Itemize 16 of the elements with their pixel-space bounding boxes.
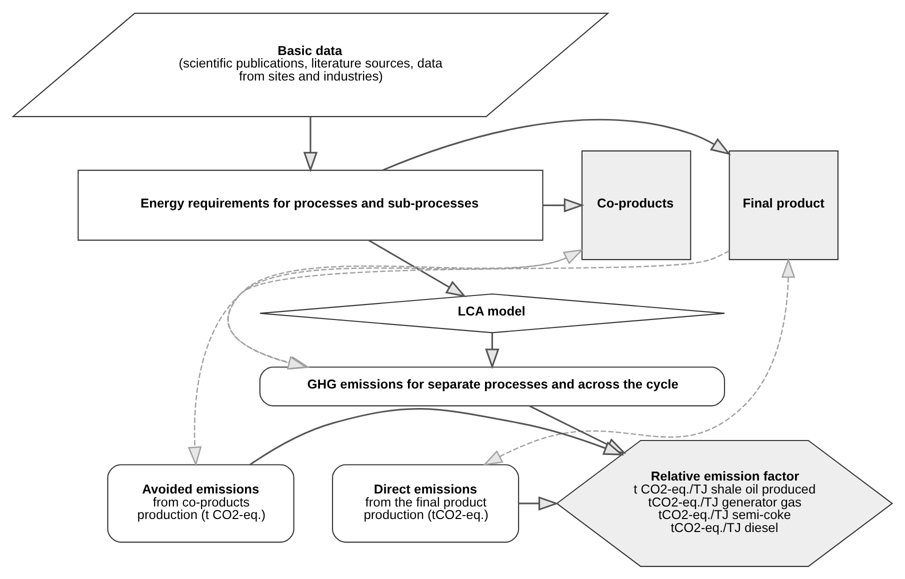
node-box: Co-products (581, 150, 692, 260)
node-box: GHG emissions for separate processes and across the cycle (259, 366, 726, 406)
arrow (482, 257, 796, 466)
arrow (382, 118, 731, 170)
arrow (368, 239, 466, 297)
node-box: Direct emissions from the final product production (tCO2-eq.) (332, 464, 520, 542)
arrow (249, 408, 624, 465)
node-diamond: LCA model (259, 292, 726, 333)
arrow (485, 332, 500, 369)
arrow (303, 116, 318, 172)
node-box: Energy requirements for processes and sub-processes (78, 169, 544, 240)
arrow (518, 496, 559, 510)
node-box: Final product (728, 150, 838, 260)
arrow (188, 248, 584, 466)
node-box: Avoided emissions from co-products production (t CO2-eq.) (107, 464, 294, 542)
arrow (542, 198, 584, 212)
